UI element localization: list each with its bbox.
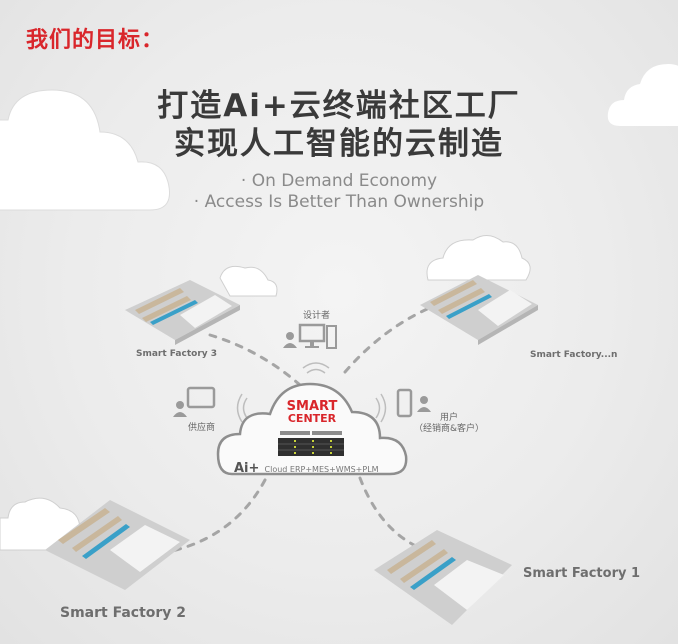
smart-center-brand: SMART CENTER — [212, 399, 412, 425]
headline-line-1: 打造Ai+云终端社区工厂 — [157, 88, 521, 124]
factory-3-label: Smart Factory 3 — [136, 349, 218, 359]
cloud-services-text: Cloud ERP+MES+WMS+PLM — [264, 465, 379, 474]
user-label: 用户 — [440, 413, 459, 423]
background-cloud-right — [607, 64, 678, 126]
headline-line-2: 实现人工智能的云制造 — [174, 126, 504, 162]
factory-n-label: Smart Factory...n — [530, 350, 618, 360]
factory-1-illustration — [374, 530, 512, 625]
user-phone-icon — [396, 388, 431, 418]
background-cloud-left — [0, 89, 170, 211]
brand-line-1: SMART — [286, 399, 338, 414]
user-detail-label: （经销商&客户） — [414, 424, 485, 434]
ai-plus-prefix: Ai+ — [234, 461, 260, 476]
cloud-services-caption: Ai+ Cloud ERP+MES+WMS+PLM — [234, 457, 379, 476]
smart-center-cloud — [216, 382, 408, 476]
supplier-tablet-icon — [173, 386, 216, 417]
factory-n-illustration — [420, 235, 538, 345]
factory-1-label: Smart Factory 1 — [523, 566, 641, 581]
supplier-label: 供应商 — [188, 423, 216, 433]
designer-computer-icon — [283, 323, 337, 349]
brand-line-2: CENTER — [287, 412, 337, 425]
goal-label: 我们的目标： — [26, 28, 165, 53]
subtitle-line-1: · On Demand Economy — [240, 171, 438, 191]
factory-2-illustration — [0, 497, 190, 590]
subtitle-line-2: · Access Is Better Than Ownership — [193, 192, 485, 212]
factory-3-illustration — [125, 265, 278, 345]
factory-2-label: Smart Factory 2 — [60, 605, 187, 621]
designer-label: 设计者 — [303, 311, 331, 321]
